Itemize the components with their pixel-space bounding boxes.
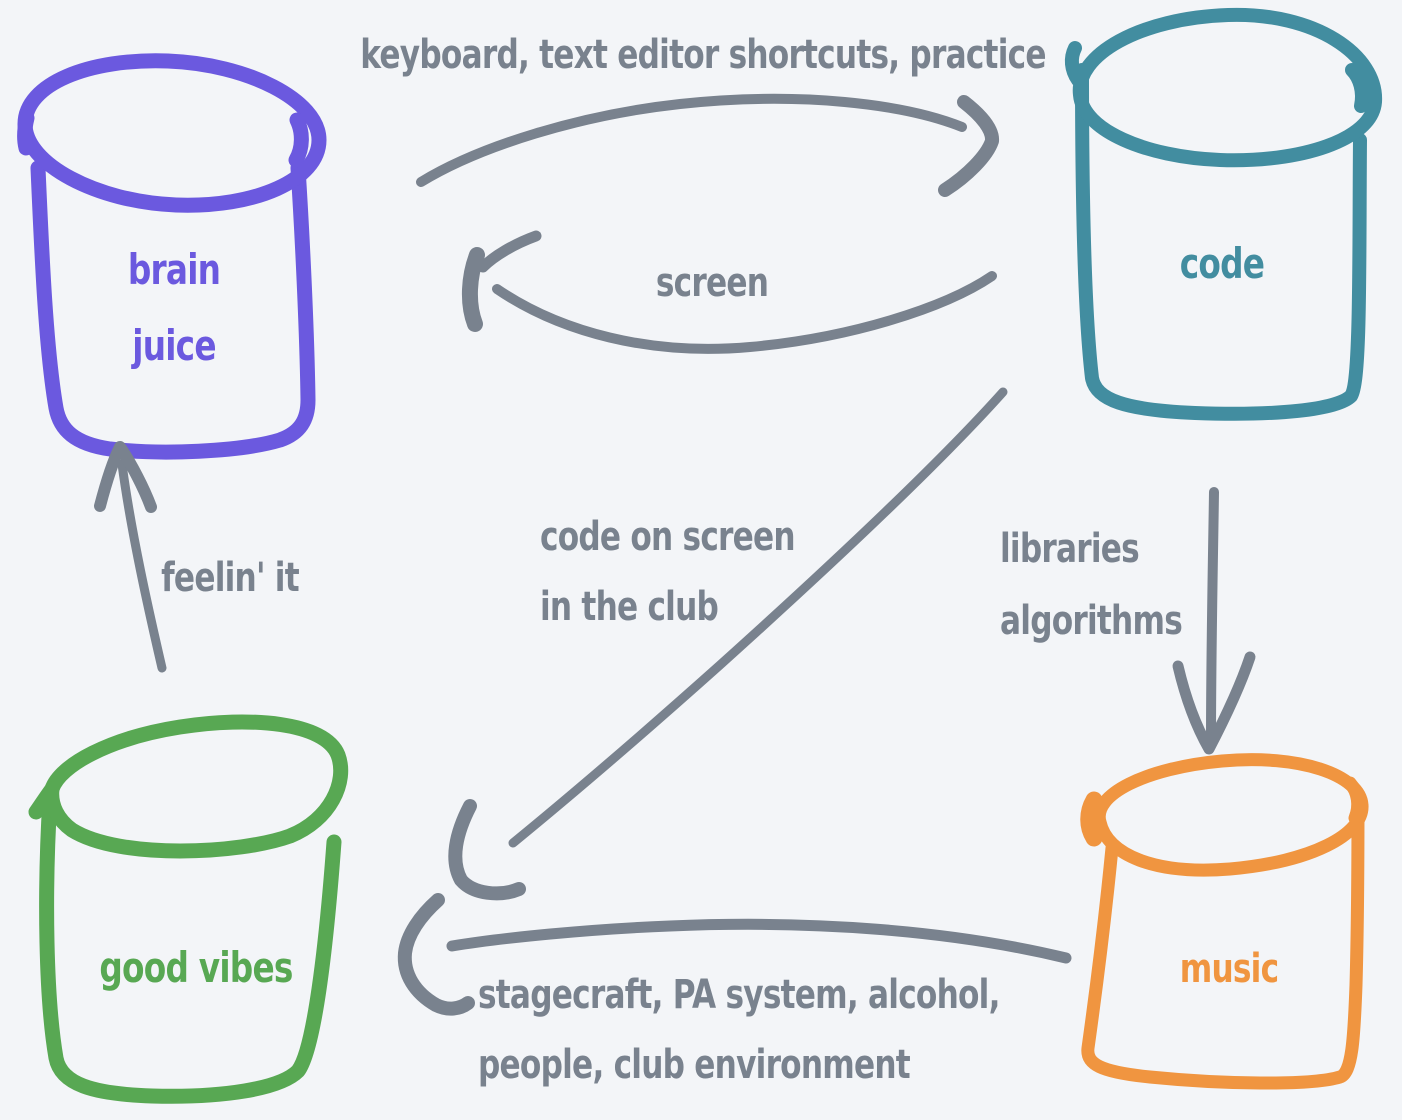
bucket-music-body — [1081, 793, 1365, 1090]
arrow-code-to-music-head — [1172, 651, 1256, 755]
arrow-label-stagecraft: stagecraft, PA system, alcohol, people, … — [478, 960, 1000, 1100]
label-brain-juice: brain juice — [127, 232, 221, 384]
arrow-code-to-good-vibes — [448, 387, 1008, 901]
arrow-code-to-brain-shaft — [492, 271, 997, 354]
arrow-brain-to-code — [416, 93, 999, 197]
arrow-good-vibes-to-brain-shaft — [117, 459, 167, 673]
arrow-code-to-brain — [461, 230, 997, 354]
label-code: code — [1179, 239, 1265, 288]
bucket-code — [1064, 7, 1383, 421]
arrow-label-libraries-line-1: libraries — [1000, 526, 1140, 572]
bucket-good-vibes-pen-tail — [28, 781, 60, 820]
arrow-code-to-music-shaft — [1206, 487, 1219, 747]
arrow-label-screen: screen — [655, 260, 769, 306]
arrow-label-libraries-algorithms: libraries algorithms — [1000, 513, 1183, 657]
bucket-brain-juice-pen-hook — [288, 112, 309, 168]
arrow-label-keyboard-shortcuts: keyboard, text editor shortcuts, practic… — [360, 32, 1046, 78]
bucket-code-pen-hook — [1345, 63, 1369, 113]
bucket-music-pen-hook — [1343, 776, 1365, 825]
arrow-brain-to-code-shaft — [416, 93, 967, 187]
arrow-code-to-good-vibes-head — [448, 799, 526, 901]
bucket-code-body — [1075, 63, 1367, 421]
bucket-music-pen-knob — [1080, 791, 1103, 847]
arrows — [94, 93, 1256, 1016]
bucket-brain-juice-body — [30, 160, 316, 460]
bucket-brain-juice-pen-tail — [17, 110, 35, 156]
bucket-brain-juice-rim — [17, 53, 327, 213]
arrow-music-to-good-vibes-head — [397, 893, 475, 1016]
label-good-vibes: good vibes — [99, 943, 293, 992]
arrow-label-code-on-screen-line-1: code on screen — [540, 514, 796, 560]
arrow-code-to-music — [1172, 487, 1256, 755]
arrow-label-libraries-line-2: algorithms — [1000, 598, 1183, 644]
label-brain-juice-line-1: brain — [127, 245, 221, 294]
arrow-label-stagecraft-line-2: people, club environment — [478, 1042, 911, 1088]
arrow-music-to-good-vibes-shaft — [446, 918, 1072, 964]
arrow-code-to-brain-head-lower — [461, 247, 485, 332]
arrow-good-vibes-to-brain-head — [94, 441, 157, 513]
bucket-code-pen-knob — [1064, 41, 1085, 87]
arrow-good-vibes-to-brain — [94, 441, 167, 673]
arrow-music-to-good-vibes — [397, 893, 1072, 1016]
bucket-code-rim — [1072, 7, 1383, 168]
bucket-music — [1080, 753, 1369, 1090]
bucket-good-vibes-body — [39, 790, 342, 1104]
label-music: music — [1179, 946, 1279, 992]
label-brain-juice-line-2: juice — [132, 321, 216, 370]
arrow-label-feelin-it: feelin' it — [161, 555, 299, 601]
bucket-good-vibes — [28, 714, 349, 1104]
bucket-good-vibes-rim — [44, 714, 349, 859]
arrow-brain-to-code-head — [938, 95, 999, 197]
arrow-label-code-on-screen-line-2: in the club — [540, 584, 719, 630]
bucket-music-rim — [1092, 753, 1369, 877]
arrow-label-code-on-screen: code on screen in the club — [540, 502, 796, 642]
arrow-label-stagecraft-line-1: stagecraft, PA system, alcohol, — [478, 972, 1000, 1018]
arrow-code-to-good-vibes-shaft — [508, 387, 1008, 848]
bucket-brain-juice — [17, 53, 327, 460]
arrow-code-to-brain-head-upper — [477, 230, 542, 273]
